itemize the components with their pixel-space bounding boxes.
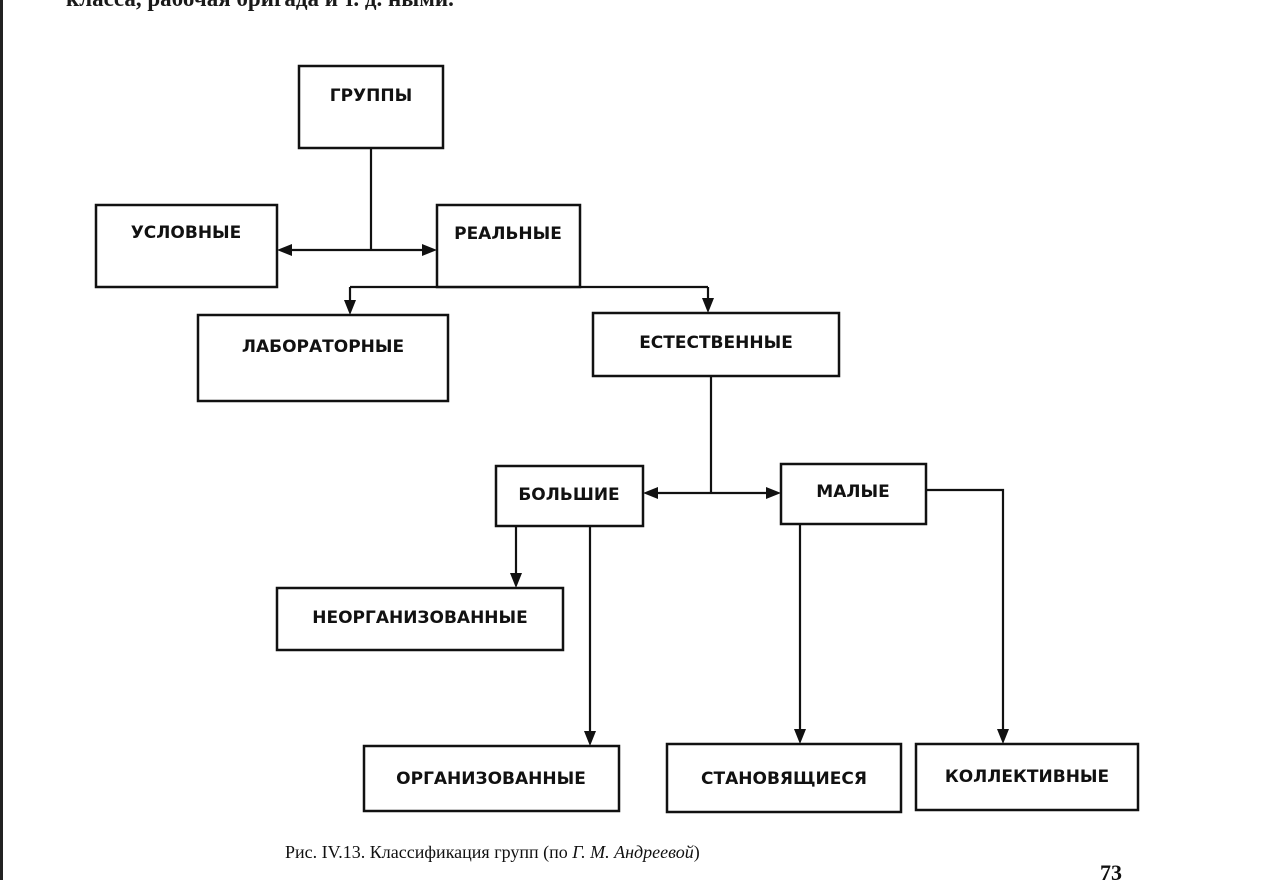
arrowhead-forming [794, 729, 806, 744]
node-unorganized: НЕОРГАНИЗОВАННЫЕ [275, 586, 565, 652]
svg-text:УСЛОВНЫЕ: УСЛОВНЫЕ [131, 223, 242, 243]
svg-text:БОЛЬШИЕ: БОЛЬШИЕ [518, 485, 619, 505]
svg-text:ОРГАНИЗОВАННЫЕ: ОРГАНИЗОВАННЫЕ [396, 769, 586, 789]
svg-text:РЕАЛЬНЫЕ: РЕАЛЬНЫЕ [454, 224, 562, 244]
arrowhead-natural [702, 298, 714, 313]
svg-text:КОЛЛЕКТИВНЫЕ: КОЛЛЕКТИВНЫЕ [945, 767, 1109, 787]
svg-text:СТАНОВЯЩИЕСЯ: СТАНОВЯЩИЕСЯ [701, 769, 867, 789]
arrowhead-small [766, 487, 781, 499]
node-small: МАЛЫЕ [779, 462, 928, 526]
arrowhead-organized [584, 731, 596, 746]
arrowhead-large [643, 487, 658, 499]
page-edge [0, 0, 3, 880]
svg-text:МАЛЫЕ: МАЛЫЕ [816, 482, 889, 502]
connector-small-to-collective [926, 488, 1005, 734]
arrowhead-collective [997, 729, 1009, 744]
arrowhead-unorganized [510, 573, 522, 588]
node-forming: СТАНОВЯЩИЕСЯ [665, 742, 903, 814]
caption-prefix: Рис. IV.13. Классификация групп (по [285, 842, 573, 862]
node-collective: КОЛЛЕКТИВНЫЕ [914, 742, 1140, 812]
node-real: РЕАЛЬНЫЕ [435, 203, 582, 289]
node-nominal: УСЛОВНЫЕ [94, 203, 279, 289]
svg-text:ЕСТЕСТВЕННЫЕ: ЕСТЕСТВЕННЫЕ [639, 333, 793, 353]
caption-suffix: ) [693, 842, 700, 862]
connectors [277, 148, 1009, 746]
node-large: БОЛЬШИЕ [494, 464, 645, 528]
caption-author: Г. М. Андреевой [572, 842, 694, 862]
node-groups: ГРУППЫ [297, 64, 445, 150]
arrowhead-real [422, 244, 437, 256]
svg-text:ГРУППЫ: ГРУППЫ [330, 86, 412, 106]
arrowhead-laboratory [344, 300, 356, 315]
figure-caption: Рис. IV.13. Классификация групп (по Г. М… [285, 842, 700, 863]
arrowhead-nominal [277, 244, 292, 256]
node-organized: ОРГАНИЗОВАННЫЕ [362, 744, 621, 813]
node-natural: ЕСТЕСТВЕННЫЕ [591, 311, 841, 378]
page-number: 73 [1100, 860, 1122, 885]
svg-text:ЛАБОРАТОРНЫЕ: ЛАБОРАТОРНЫЕ [242, 337, 404, 357]
cut-off-text-line: класса, рабочая бригада и т. д. ными. [66, 0, 454, 12]
node-laboratory: ЛАБОРАТОРНЫЕ [196, 313, 450, 403]
svg-text:НЕОРГАНИЗОВАННЫЕ: НЕОРГАНИЗОВАННЫЕ [312, 608, 528, 628]
